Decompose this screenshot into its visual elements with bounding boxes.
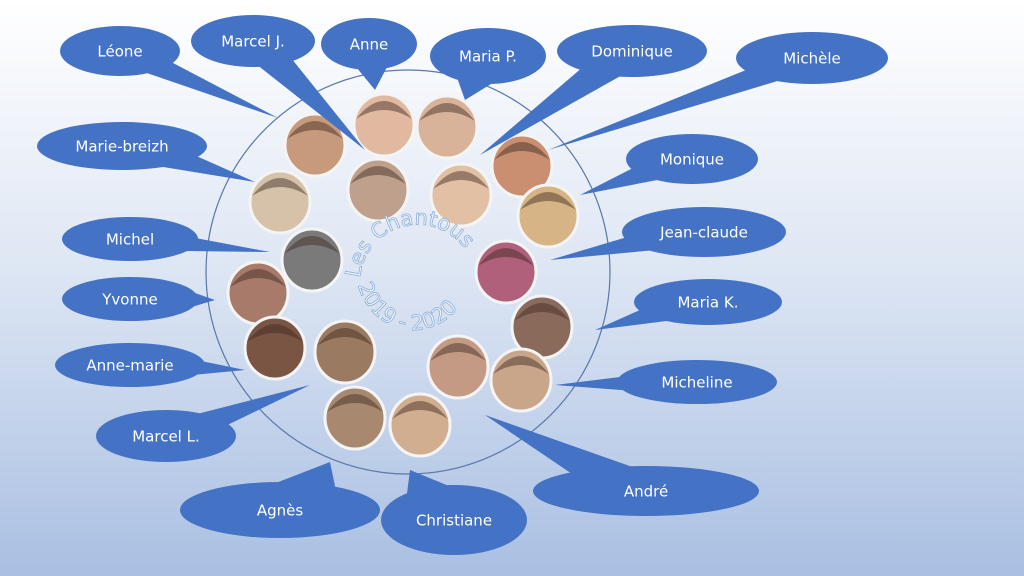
- callout-bubble: [96, 410, 236, 462]
- callout-tail: [253, 41, 365, 150]
- member-photo: [426, 334, 490, 400]
- callout-bubble: [736, 32, 888, 84]
- callout-maria-k-: Maria K.: [595, 279, 782, 330]
- callout-michèle: Michèle: [548, 32, 888, 150]
- callout-tail: [548, 58, 812, 150]
- member-photo: [280, 227, 344, 293]
- member-name: Yvonne: [101, 291, 157, 309]
- callout-tail: [480, 51, 632, 155]
- member-name: Anne: [350, 36, 389, 54]
- callout-léone: Léone: [60, 26, 278, 118]
- member-photo: [489, 347, 553, 413]
- callout-bubble: [55, 343, 205, 387]
- callout-yvonne: Yvonne: [62, 277, 215, 321]
- callout-bubble: [37, 122, 207, 170]
- callout-bubble: [60, 26, 180, 76]
- subtitle-text: 2019 - 2020: [353, 278, 462, 335]
- member-photo: [323, 385, 387, 451]
- callout-bubble: [557, 25, 707, 77]
- callout-monique: Monique: [580, 134, 758, 195]
- callout-bubble: [191, 15, 315, 67]
- member-photo: [346, 157, 410, 223]
- member-photo: [510, 294, 574, 360]
- member-name: Monique: [660, 151, 724, 169]
- member-photo: [283, 112, 347, 178]
- member-photos: [226, 92, 580, 458]
- member-photo: [243, 315, 307, 381]
- member-photo: [474, 239, 538, 305]
- member-photo: [388, 392, 452, 458]
- member-name: Anne-marie: [86, 357, 173, 375]
- member-name: Marcel J.: [221, 33, 285, 51]
- member-photo: [226, 260, 290, 326]
- callout-jean-claude: Jean-claude: [550, 207, 786, 260]
- callout-anne: Anne: [321, 18, 417, 90]
- callout-micheline: Micheline: [555, 360, 777, 404]
- callout-marie-breizh: Marie-breizh: [37, 122, 255, 182]
- callout-bubble: [533, 466, 759, 516]
- callout-maria-p-: Maria P.: [430, 28, 546, 100]
- member-photo: [490, 133, 554, 199]
- callout-bubble: [626, 134, 758, 184]
- member-name: Michel: [106, 231, 154, 249]
- member-photo: [415, 94, 479, 160]
- member-name: Dominique: [591, 43, 672, 61]
- member-photo: [248, 169, 312, 235]
- member-name: Léone: [97, 43, 142, 61]
- callout-anne-marie: Anne-marie: [55, 343, 245, 387]
- member-photo: [516, 183, 580, 249]
- callout-marcel-l-: Marcel L.: [96, 385, 310, 462]
- member-photo: [313, 319, 377, 385]
- callout-bubble: [634, 279, 782, 325]
- member-name: Michèle: [783, 50, 841, 68]
- callout-andré: André: [485, 415, 759, 516]
- callout-bubble: [381, 485, 527, 555]
- member-name: Micheline: [661, 374, 732, 392]
- callout-dominique: Dominique: [480, 25, 707, 155]
- callout-bubble: [622, 207, 786, 257]
- member-name: Christiane: [416, 512, 492, 530]
- callout-bubble: [617, 360, 777, 404]
- member-photo: [352, 92, 416, 158]
- ring: [205, 69, 611, 475]
- callout-michel: Michel: [62, 217, 270, 261]
- callout-christiane: Christiane: [381, 470, 527, 555]
- callout-agnès: Agnès: [180, 462, 380, 538]
- callout-bubble: [430, 28, 546, 84]
- member-name: Maria K.: [677, 294, 738, 312]
- member-name: Agnès: [257, 502, 304, 520]
- member-name: Jean-claude: [659, 224, 748, 242]
- callout-bubble: [62, 217, 198, 261]
- callout-bubble: [62, 277, 198, 321]
- callout-bubble: [321, 18, 417, 70]
- member-name: Marcel L.: [132, 428, 200, 446]
- member-name: André: [624, 483, 668, 501]
- callout-marcel-j-: Marcel J.: [191, 15, 365, 150]
- member-name: Maria P.: [459, 48, 517, 66]
- member-photo: [429, 162, 493, 228]
- callout-bubble: [180, 482, 380, 538]
- member-name: Marie-breizh: [75, 138, 168, 156]
